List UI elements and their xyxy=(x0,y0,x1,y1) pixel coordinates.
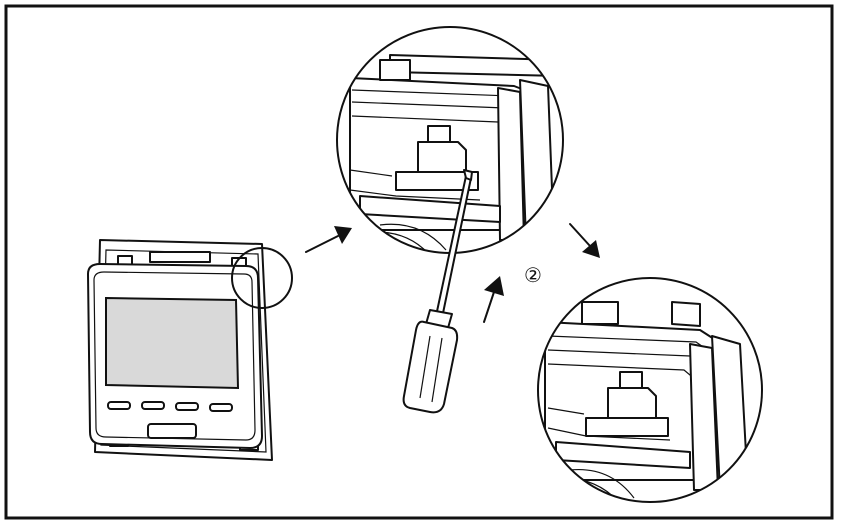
detail-highlight-circle xyxy=(231,247,293,309)
diagram-frame xyxy=(4,4,834,520)
push-arrow-icon xyxy=(483,276,504,323)
button-1 xyxy=(107,401,131,410)
thermostat-device xyxy=(87,239,273,461)
screwdriver-icon xyxy=(402,169,473,414)
button-3 xyxy=(175,402,199,411)
button-4 xyxy=(209,403,233,412)
arrow-icon xyxy=(305,226,352,253)
magnified-detail-circle-2 xyxy=(537,277,763,503)
display-screen xyxy=(105,296,240,390)
step-number-label: ② xyxy=(524,263,542,287)
button-2 xyxy=(141,401,165,410)
result-arrow-icon xyxy=(569,223,600,258)
magnified-detail-circle-1 xyxy=(336,26,564,254)
